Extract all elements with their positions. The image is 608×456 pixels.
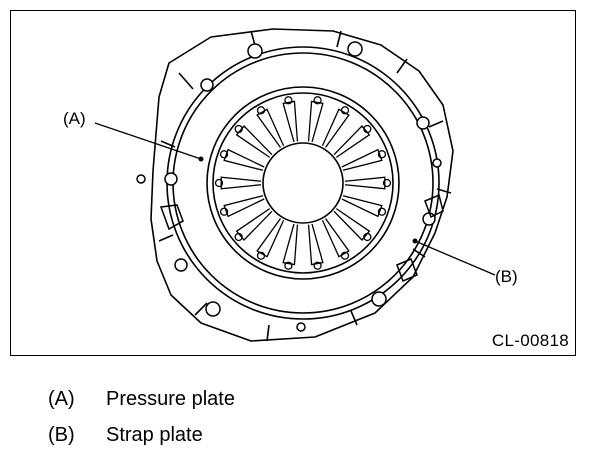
diaphragm-finger — [235, 125, 273, 158]
figure-id: CL-00818 — [491, 331, 569, 350]
cover-flange — [150, 28, 454, 342]
finger-slot — [363, 124, 372, 134]
legend-key: (B) — [48, 424, 75, 446]
diaphragm-finger — [235, 208, 273, 241]
diaphragm-finger — [341, 195, 383, 218]
figure-frame: (A) (B) CL-00818 — [10, 10, 576, 356]
diaphragm-finger — [223, 195, 265, 218]
finger-slot — [340, 106, 350, 115]
bolt-hole — [200, 78, 214, 92]
bolt-hole — [205, 301, 221, 317]
diaphragm-finger — [256, 218, 285, 258]
finger-slot — [256, 251, 266, 260]
legend-label: Strap plate — [106, 424, 203, 446]
bolt-hole — [296, 322, 306, 332]
callout-b-leader — [414, 240, 496, 276]
bolt-hole — [136, 174, 146, 184]
diaphragm-finger — [321, 108, 350, 148]
diaphragm-finger — [307, 223, 324, 266]
finger-slot — [284, 96, 293, 105]
clutch-cover-drawing — [94, 28, 496, 342]
diaphragm-finger — [344, 176, 386, 190]
finger-slot — [219, 150, 229, 159]
diaphragm-finger — [321, 218, 350, 258]
diaphragm-fingers — [214, 96, 392, 270]
legend-item-b: (B) Strap plate — [48, 424, 203, 447]
finger-slot — [313, 261, 322, 270]
finger-slot — [234, 232, 243, 242]
diaphragm-finger — [307, 100, 324, 143]
finger-slot — [382, 178, 392, 188]
diaphragm-finger — [333, 125, 371, 158]
finger-slot — [313, 96, 322, 105]
finger-slot — [214, 178, 224, 188]
callout-b-label: (B) — [495, 267, 518, 286]
strap-plate-lug — [396, 258, 418, 282]
finger-slot — [377, 150, 387, 159]
legend-label: Pressure plate — [106, 388, 235, 410]
diaphragm-finger — [220, 176, 262, 190]
finger-slot — [219, 207, 229, 216]
diaphragm-finger — [256, 108, 285, 148]
legend-key: (A) — [48, 388, 75, 410]
finger-slot — [363, 232, 372, 242]
finger-slot — [377, 207, 387, 216]
finger-slot — [234, 124, 243, 134]
bolt-hole — [416, 116, 430, 130]
bolt-hole — [371, 291, 387, 307]
finger-slot — [340, 251, 350, 260]
center-hole — [262, 142, 344, 224]
finger-slot — [284, 261, 293, 270]
finger-slot — [256, 106, 266, 115]
strap-plate-lug — [424, 193, 444, 219]
bolt-hole — [174, 258, 188, 272]
diaphragm-finger — [223, 148, 265, 171]
legend-item-a: (A) Pressure plate — [48, 388, 235, 411]
diaphragm-finger — [341, 148, 383, 171]
bolt-hole — [432, 158, 442, 168]
bolt-hole — [422, 212, 436, 226]
diaphragm-finger — [282, 100, 299, 143]
bolt-hole — [164, 172, 178, 186]
bolt-hole — [247, 43, 263, 59]
callout-a-leader — [94, 122, 202, 160]
callout-a-label: (A) — [63, 109, 86, 128]
bolt-hole — [347, 41, 363, 57]
diaphragm-finger — [333, 208, 371, 241]
strap-plate-lug — [159, 204, 184, 231]
diaphragm-finger — [282, 223, 299, 266]
